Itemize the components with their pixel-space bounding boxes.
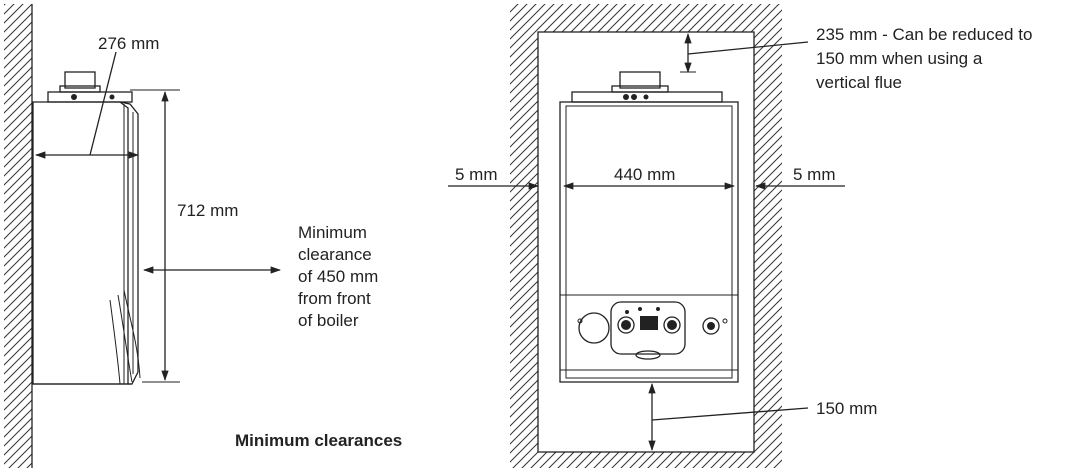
- recess-opening: [537, 31, 755, 453]
- depth-leader-line: [89, 51, 117, 156]
- top-clearance-text: 235 mm - Can be reduced to 150 mm when u…: [816, 25, 1037, 92]
- front-clearance-text: Minimum clearance of 450 mm from front o…: [298, 223, 383, 330]
- front-clearance-line: from front: [298, 289, 371, 308]
- diagram-caption: Minimum clearances: [235, 431, 402, 450]
- front-clearance-line: clearance: [298, 245, 372, 264]
- top-clearance-leader: [687, 41, 809, 55]
- left-gap-label: 5 mm: [455, 165, 498, 184]
- right-gap-label: 5 mm: [793, 165, 836, 184]
- front-clearance-line: of 450 mm: [298, 267, 378, 286]
- front-clearance-line: of boiler: [298, 311, 359, 330]
- boiler-front: [559, 71, 739, 383]
- top-clearance-line: 235 mm - Can be reduced to: [816, 25, 1032, 44]
- recess-wall-hatching: [510, 4, 782, 468]
- front-view: 235 mm - Can be reduced to 150 mm when u…: [448, 4, 1037, 468]
- side-wall-hatching: [4, 4, 32, 468]
- width-label: 440 mm: [614, 165, 675, 184]
- side-view: 276 mm 712 mm Minimum clearance of 450 m…: [4, 4, 383, 468]
- depth-label: 276 mm: [98, 34, 159, 53]
- height-label: 712 mm: [177, 201, 238, 220]
- top-clearance-line: vertical flue: [816, 73, 902, 92]
- front-clearance-line: Minimum: [298, 223, 367, 242]
- boiler-side-silhouette: [32, 71, 141, 385]
- bottom-clearance-label: 150 mm: [816, 399, 877, 418]
- top-clearance-line: 150 mm when using a: [816, 49, 983, 68]
- bottom-clearance-leader: [651, 407, 809, 421]
